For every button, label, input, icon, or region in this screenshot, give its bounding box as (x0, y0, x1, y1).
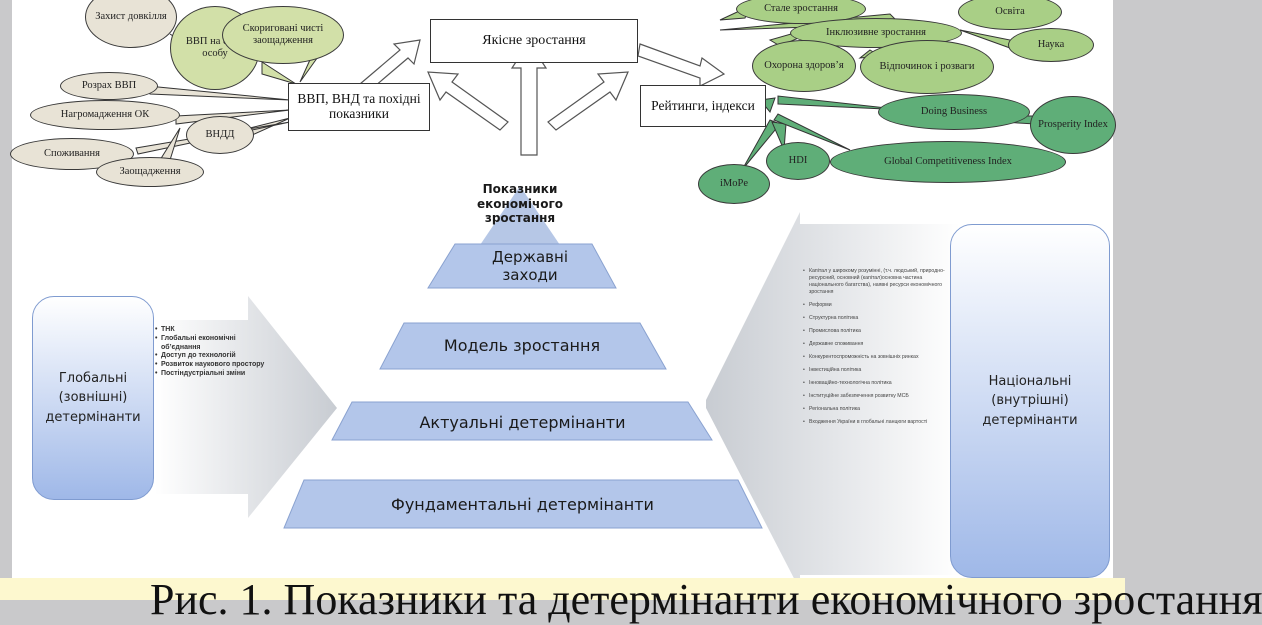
list-item: ТНК (155, 326, 265, 335)
list-item: Інвестиційна політика (803, 367, 948, 374)
list-item: Реформи (803, 302, 948, 309)
bubble-adjusted-savings: Скориговані чисті заощадження (222, 6, 344, 64)
bubble-gdp-calc: Розрах ВВП (60, 72, 158, 100)
diagram-canvas: Якісне зростання ВВП, ВНД та похідні пок… (0, 0, 1125, 600)
bubble-education: Освіта (958, 0, 1062, 30)
arrow-right-up (547, 71, 629, 131)
bubble-health: Охорона здоров’я (752, 40, 856, 92)
pyramid-tier-1-shape (427, 243, 617, 289)
list-item: Постіндустріальні зміни (155, 370, 265, 379)
ratings-indices-box: Рейтинги, індекси (640, 85, 766, 127)
gdp-indicators-box: ВВП, ВНД та похідні показники (288, 83, 430, 131)
arrow-to-center-right (637, 43, 726, 87)
global-determinants-list: ТНК Глобальні економічні об’єднання Дост… (155, 326, 265, 379)
bubble-leisure: Відпочинок і розваги (860, 40, 994, 94)
bubble-doing-business: Doing Business (878, 94, 1030, 130)
national-determinants-box: Національні (внутрішні) детермінанти (950, 224, 1110, 578)
global-determinants-box: Глобальні (зовнішні) детермінанти (32, 296, 154, 500)
bubble-imope: iMoPe (698, 164, 770, 204)
pyramid-tier-3-shape (331, 401, 713, 441)
caption-band: Рис. 1. Показники та детермінанти економ… (0, 575, 1262, 624)
bubble-global-competitiveness: Global Competitiveness Index (830, 141, 1066, 183)
list-item: Інституційне забезпечення розвитку МСБ (803, 393, 948, 400)
list-item: Розвиток наукового простору (155, 361, 265, 370)
pyramid-tier-4-shape (283, 479, 763, 529)
pyramid-tier-state-measures: Державні заходи (492, 248, 568, 284)
bubble-environment: Захист довкілля (85, 0, 177, 48)
bubble-capital-accumulation: Нагромадження ОК (30, 100, 180, 130)
list-item: Глобальні економічні об’єднання (155, 335, 265, 353)
list-item: Структурна політика (803, 315, 948, 322)
arrow-left-up (427, 71, 509, 131)
qualitative-growth-box: Якісне зростання (430, 19, 638, 63)
bubble-prosperity-index: Prosperity Index (1030, 96, 1116, 154)
pyramid-tier-2-shape (379, 322, 667, 370)
list-item: Входження України в глобальні ланцюги ва… (803, 419, 948, 426)
pyramid-tier-current-determinants: Актуальні детермінанти (419, 413, 626, 433)
core-indicators-title: Показники економічого зростання (477, 182, 563, 226)
list-item: Доступ до технологій (155, 352, 265, 361)
list-item: Конкурентоспроможність на зовнішніх ринк… (803, 354, 948, 361)
figure-caption: Рис. 1. Показники та детермінанти економ… (150, 575, 1262, 624)
bubble-science: Наука (1008, 28, 1094, 62)
pyramid-tier-fundamental-determinants: Фундаментальні детермінанти (391, 495, 654, 515)
list-item: Регіональна політика (803, 406, 948, 413)
bubble-hdi: HDI (766, 142, 830, 180)
list-item: Державне споживання (803, 341, 948, 348)
list-item: Промислова політика (803, 328, 948, 335)
pyramid-tier-growth-model: Модель зростання (443, 336, 601, 356)
bubble-savings: Заощадження (96, 157, 204, 187)
list-item: Інноваційно-технологічна політика (803, 380, 948, 387)
bubble-gni: ВНДД (186, 116, 254, 154)
pyramid-tip (478, 186, 562, 248)
national-determinants-list: Капітал у широкому розумінні, (т.ч. людс… (803, 268, 948, 432)
list-item: Капітал у широкому розумінні, (т.ч. людс… (803, 268, 948, 296)
